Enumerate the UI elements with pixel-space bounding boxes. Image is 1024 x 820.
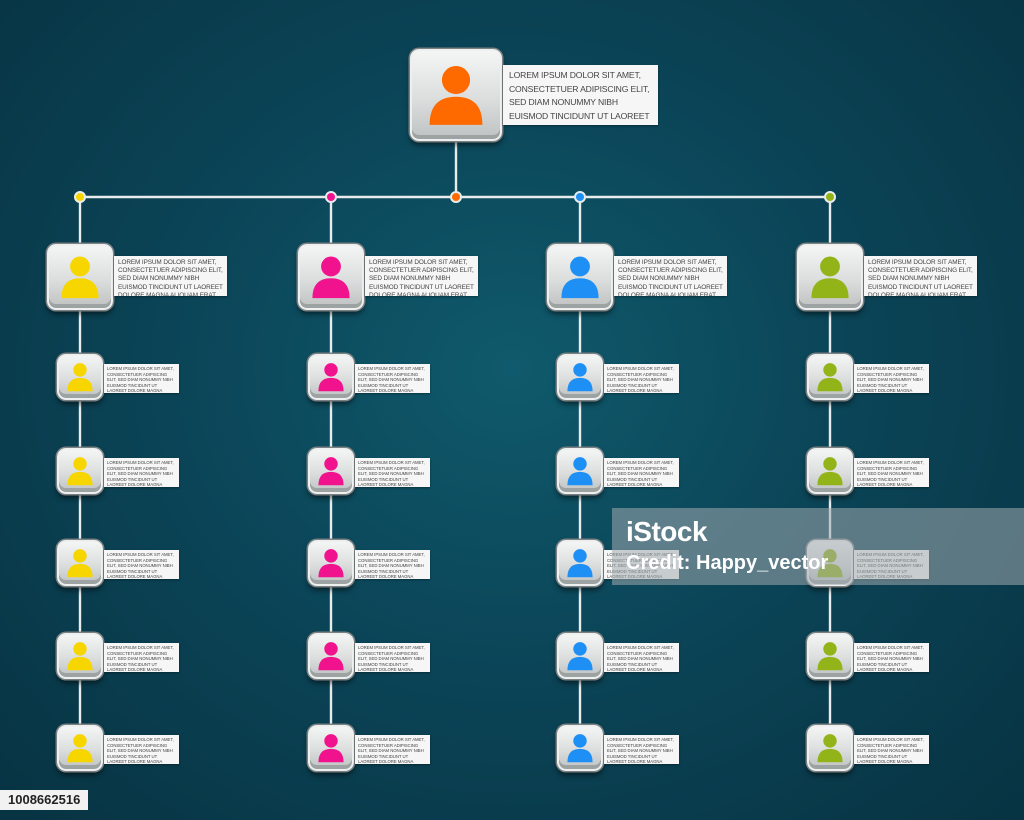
- node-description: LOREM IPSUM DOLOR SIT AMET, CONSECTETUER…: [365, 256, 478, 296]
- avatar-tile: [557, 633, 603, 679]
- avatar-tile: [57, 354, 103, 400]
- node-description: LOREM IPSUM DOLOR SIT AMET, CONSECTETUER…: [854, 643, 929, 672]
- junction-dot-root: [450, 191, 462, 203]
- avatar-tile: [410, 49, 502, 141]
- avatar-tile: [57, 725, 103, 771]
- person-icon: [561, 256, 599, 299]
- person-icon: [67, 734, 93, 763]
- node-description: LOREM IPSUM DOLOR SIT AMET, CONSECTETUER…: [604, 364, 679, 393]
- node-description: LOREM IPSUM DOLOR SIT AMET, CONSECTETUER…: [355, 364, 430, 393]
- node-description: LOREM IPSUM DOLOR SIT AMET, CONSECTETUER…: [104, 550, 179, 579]
- node-description: LOREM IPSUM DOLOR SIT AMET, CONSECTETUER…: [355, 643, 430, 672]
- avatar-tile: [308, 354, 354, 400]
- node-description: LOREM IPSUM DOLOR SIT AMET, CONSECTETUER…: [355, 458, 430, 487]
- person-icon: [567, 734, 593, 763]
- avatar-tile: [807, 448, 853, 494]
- person-icon: [312, 256, 350, 299]
- node-description: LOREM IPSUM DOLOR SIT AMET, CONSECTETUER…: [104, 364, 179, 393]
- person-icon: [817, 734, 843, 763]
- person-icon: [61, 256, 99, 299]
- node-description: LOREM IPSUM DOLOR SIT AMET, CONSECTETUER…: [604, 735, 679, 764]
- avatar-tile: [57, 448, 103, 494]
- watermark-credit: Credit: Happy_vector: [626, 552, 829, 574]
- person-icon: [811, 256, 849, 299]
- person-icon: [567, 549, 593, 578]
- person-icon: [817, 642, 843, 671]
- avatar-tile: [298, 244, 364, 310]
- avatar-tile: [57, 540, 103, 586]
- person-icon: [817, 457, 843, 486]
- junction-dot: [325, 191, 337, 203]
- person-icon: [318, 457, 344, 486]
- avatar-tile: [308, 725, 354, 771]
- avatar-tile: [47, 244, 113, 310]
- avatar-tile: [557, 354, 603, 400]
- watermark-logo: iStock: [626, 516, 708, 547]
- person-icon: [567, 363, 593, 392]
- node-description: LOREM IPSUM DOLOR SIT AMET, CONSECTETUER…: [614, 256, 727, 296]
- person-icon: [67, 642, 93, 671]
- person-icon: [318, 363, 344, 392]
- junction-dot: [74, 191, 86, 203]
- person-icon: [318, 734, 344, 763]
- person-icon: [67, 457, 93, 486]
- person-icon: [567, 642, 593, 671]
- node-description: LOREM IPSUM DOLOR SIT AMET, CONSECTETUER…: [604, 458, 679, 487]
- person-icon: [429, 65, 483, 125]
- node-description: LOREM IPSUM DOLOR SIT AMET, CONSECTETUER…: [104, 735, 179, 764]
- node-description: LOREM IPSUM DOLOR SIT AMET, CONSECTETUER…: [864, 256, 977, 296]
- image-id: 1008662516: [0, 790, 89, 810]
- avatar-tile: [807, 725, 853, 771]
- avatar-tile: [557, 725, 603, 771]
- node-description: LOREM IPSUM DOLOR SIT AMET, CONSECTETUER…: [355, 735, 430, 764]
- avatar-tile: [308, 448, 354, 494]
- junction-dot: [824, 191, 836, 203]
- node-description: LOREM IPSUM DOLOR SIT AMET, CONSECTETUER…: [854, 735, 929, 764]
- person-icon: [817, 363, 843, 392]
- node-description: LOREM IPSUM DOLOR SIT AMET, CONSECTETUER…: [854, 458, 929, 487]
- avatar-tile: [57, 633, 103, 679]
- person-icon: [67, 549, 93, 578]
- person-icon: [67, 363, 93, 392]
- node-description: LOREM IPSUM DOLOR SIT AMET, CONSECTETUER…: [104, 643, 179, 672]
- node-description: LOREM IPSUM DOLOR SIT AMET, CONSECTETUER…: [604, 643, 679, 672]
- person-icon: [318, 642, 344, 671]
- node-description: LOREM IPSUM DOLOR SIT AMET, CONSECTETUER…: [854, 364, 929, 393]
- avatar-tile: [308, 540, 354, 586]
- avatar-tile: [557, 448, 603, 494]
- avatar-tile: [547, 244, 613, 310]
- avatar-tile: [797, 244, 863, 310]
- person-icon: [567, 457, 593, 486]
- node-description: LOREM IPSUM DOLOR SIT AMET, CONSECTETUER…: [355, 550, 430, 579]
- junction-dot: [574, 191, 586, 203]
- watermark: iStock Credit: Happy_vector: [612, 508, 1024, 585]
- node-description: LOREM IPSUM DOLOR SIT AMET, CONSECTETUER…: [114, 256, 227, 296]
- avatar-tile: [557, 540, 603, 586]
- node-description: LOREM IPSUM DOLOR SIT AMET, CONSECTETUER…: [104, 458, 179, 487]
- node-description: LOREM IPSUM DOLOR SIT AMET, CONSECTETUER…: [503, 65, 658, 125]
- avatar-tile: [807, 633, 853, 679]
- person-icon: [318, 549, 344, 578]
- avatar-tile: [308, 633, 354, 679]
- avatar-tile: [807, 354, 853, 400]
